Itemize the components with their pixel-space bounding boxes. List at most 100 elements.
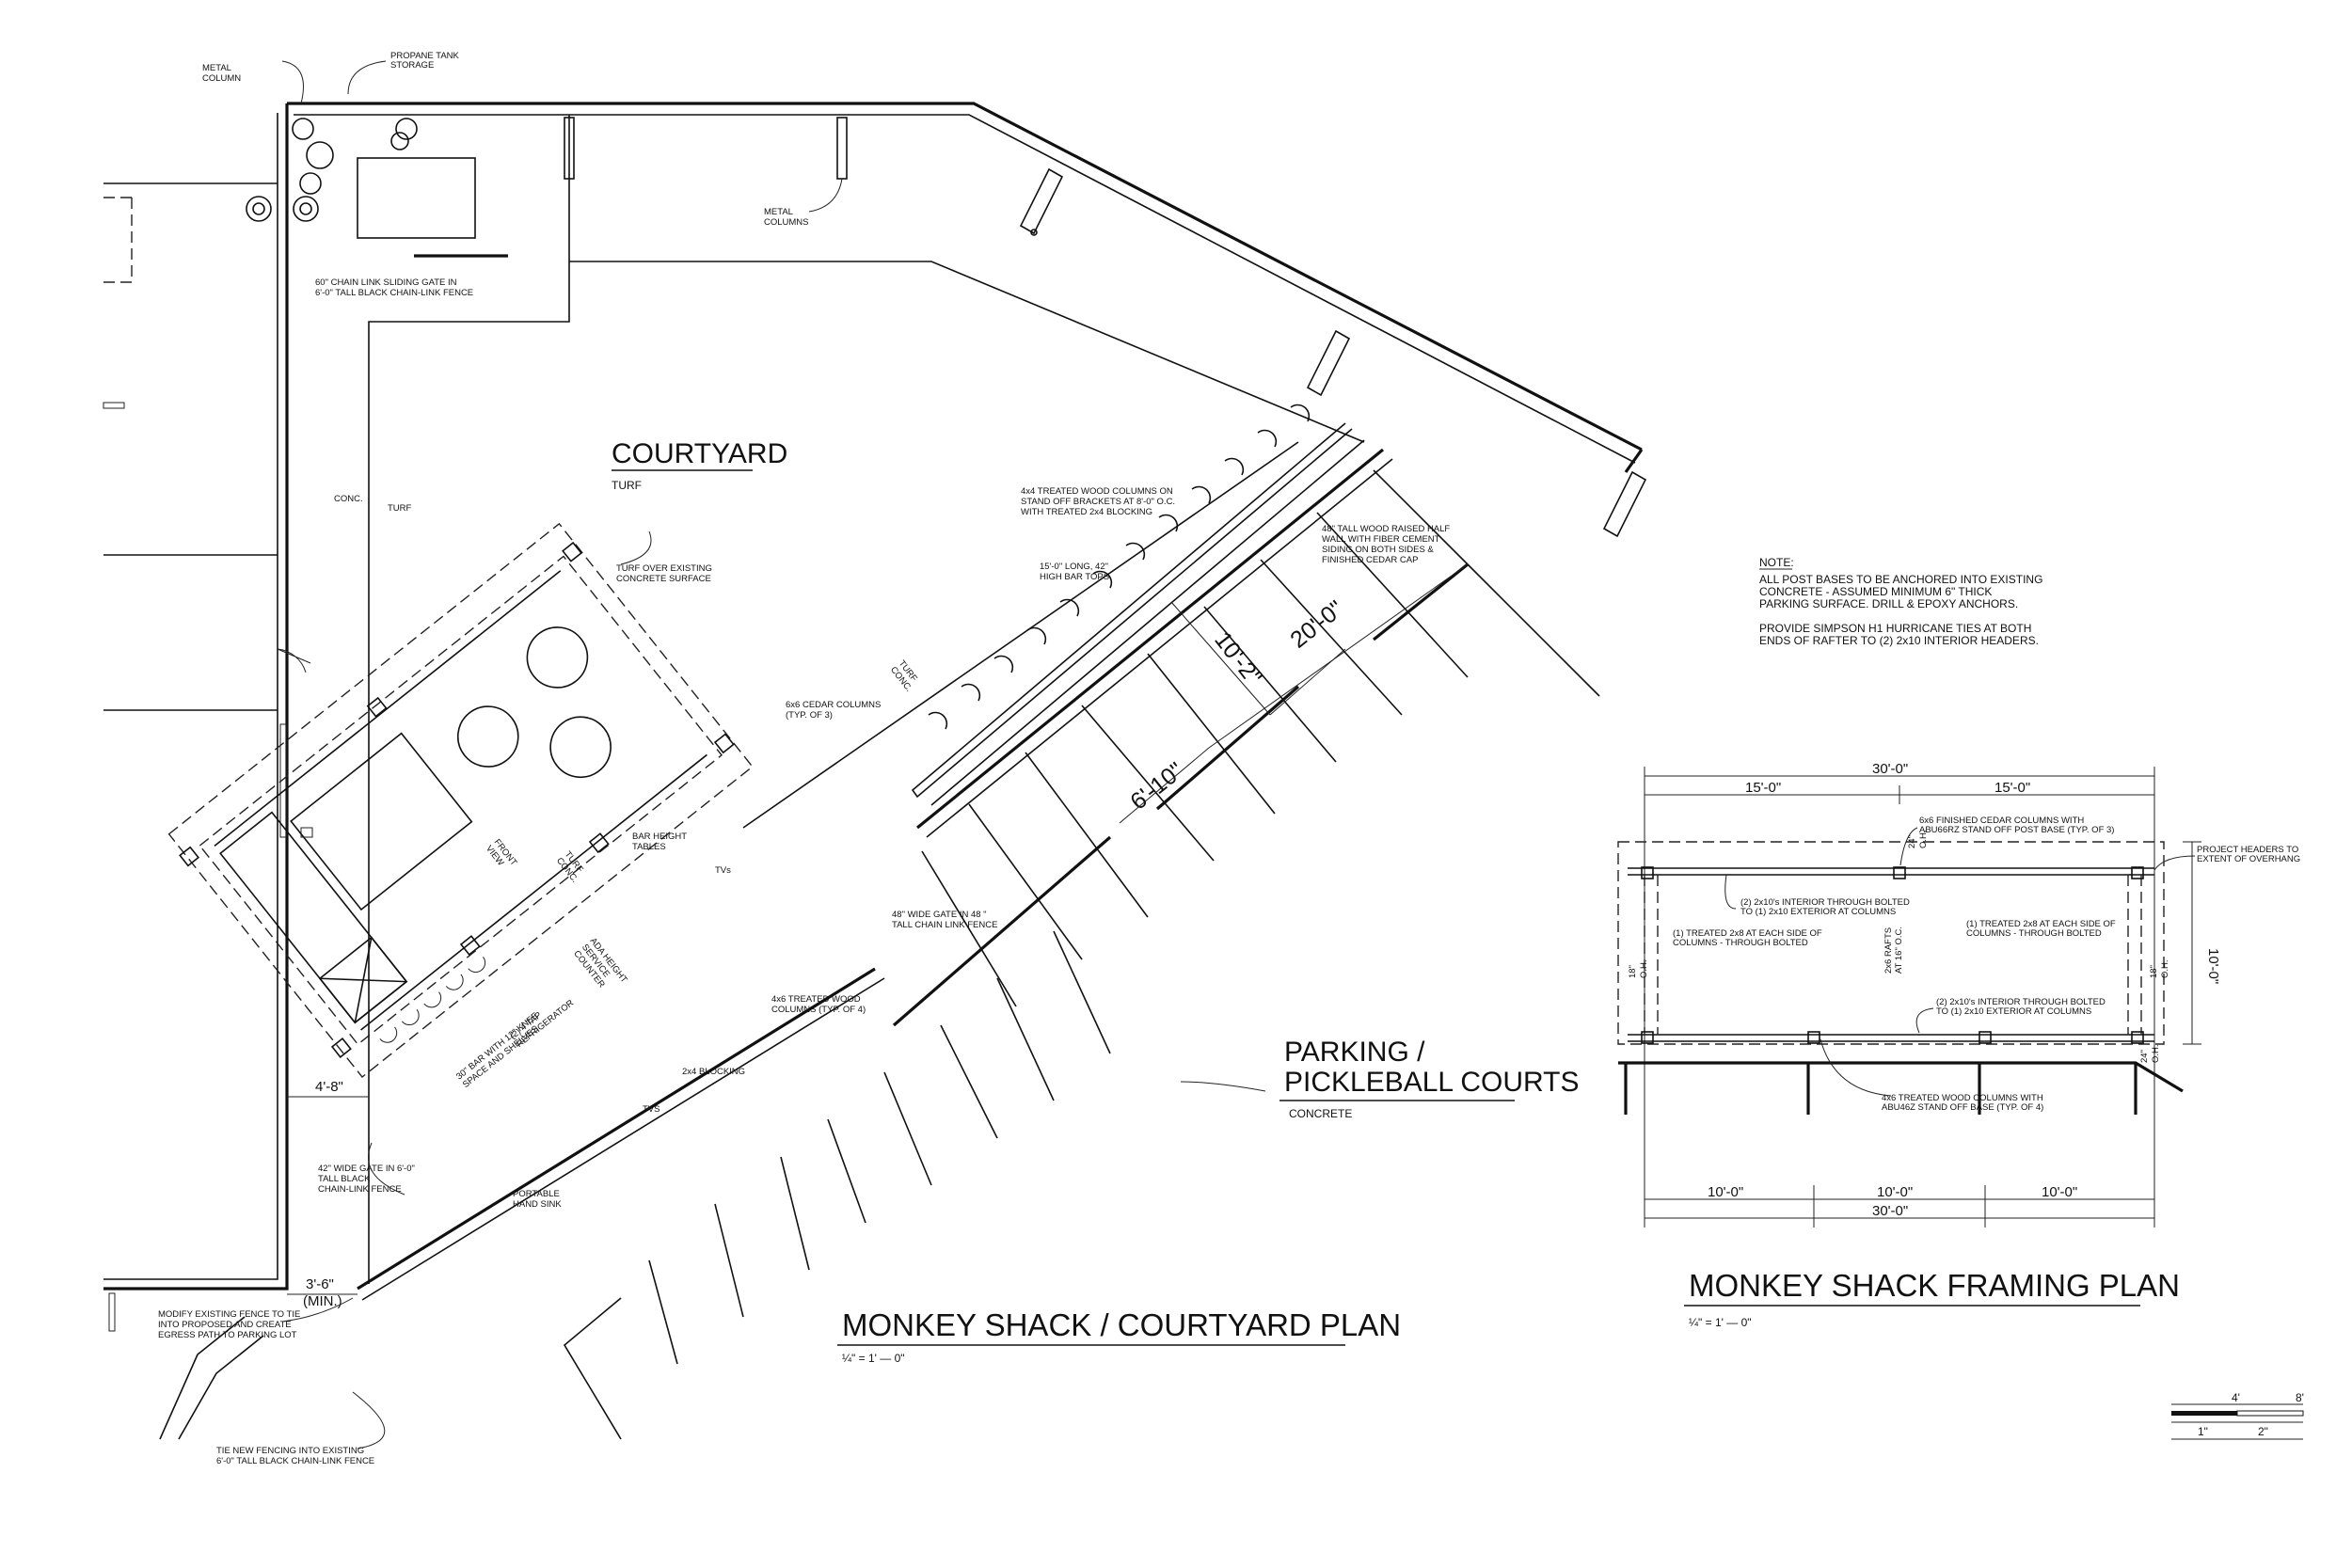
label-modify-fence-2: INTO PROPOSED AND CREATE [158, 1320, 292, 1330]
fp-dim-bottom-b: 10'-0" [1877, 1184, 1913, 1200]
label-tie-fencing-1: TIE NEW FENCING INTO EXISTING [216, 1446, 364, 1456]
label-hand-sink-2: HAND SINK [513, 1199, 562, 1210]
label-metal-column-1: METAL [202, 63, 231, 73]
label-half-wall-4: FINISHED CEDAR CAP [1322, 555, 1418, 565]
label-wood-cols-2: STAND OFF BRACKETS AT 8'-0" O.C. [1021, 497, 1175, 507]
fp-label-top-header-1: (2) 2x10's INTERIOR THROUGH BOLTED [1740, 897, 1910, 908]
note-line-3: PARKING SURFACE. DRILL & EPOXY ANCHORS. [1759, 597, 2018, 610]
courtyard-plan [103, 102, 1647, 1440]
fp-oh-18-right: 18" [2149, 965, 2159, 978]
label-blocking: 2x4 BLOCKING [682, 1067, 745, 1077]
label-turf: TURF [388, 503, 412, 514]
fp-label-right-2x8-2: COLUMNS - THROUGH BOLTED [1966, 928, 2102, 939]
courtyard-subtitle: TURF [612, 479, 642, 492]
fp-label-cedar-cols-2: ABU66RZ STAND OFF POST BASE (TYP. OF 3) [1919, 825, 2114, 835]
fp-label-rafts-2: AT 16" O.C. [1894, 927, 1904, 974]
label-treated-4x6-1: 4x6 TREATED WOOD [771, 994, 861, 1005]
framing-labels: 30'-0" 15'-0" 15'-0" 10'-0" 10'-0" 10'-0… [1628, 761, 2300, 1329]
dim-min: (MIN.) [303, 1293, 342, 1309]
fp-dim-bottom-a: 10'-0" [1708, 1184, 1743, 1200]
label-half-wall-2: WALL WITH FIBER CEMENT [1322, 534, 1440, 545]
note-line-2: CONCRETE - ASSUMED MINIMUM 6" THICK [1759, 585, 1992, 598]
fp-label-wood-cols-1: 4x6 TREATED WOOD COLUMNS WITH [1882, 1093, 2043, 1103]
perimeter-fence [287, 102, 1644, 473]
fp-dim-bottom-total: 30'-0" [1872, 1203, 1908, 1219]
scale-top-b: 8' [2296, 1391, 2304, 1404]
monkey-shack-footprint [167, 522, 754, 1078]
fp-label-bottom-header-1: (2) 2x10's INTERIOR THROUGH BOLTED [1936, 997, 2106, 1007]
fp-dim-bottom-c: 10'-0" [2042, 1184, 2077, 1200]
metal-columns [564, 117, 1647, 538]
courtyard-labels: COURTYARD TURF PARKING / PICKLEBALL COUR… [158, 51, 1579, 1466]
label-cedar-cols-2: (TYP. OF 3) [786, 710, 833, 721]
label-sliding-gate-1: 60" CHAIN LINK SLIDING GATE IN [315, 277, 457, 288]
fp-oh-bot-label: O.H. [2151, 1044, 2161, 1063]
framing-plan-scale: ¼" = 1' — 0" [1689, 1316, 1752, 1329]
parking-subtitle: CONCRETE [1289, 1107, 1352, 1120]
half-wall [911, 404, 1393, 838]
fp-label-bottom-header-2: TO (1) 2x10 EXTERIOR AT COLUMNS [1936, 1006, 2091, 1017]
label-hand-sink-1: PORTABLE [513, 1189, 560, 1199]
fp-oh-top-label: O.H. [1918, 830, 1929, 848]
scale-bar [2171, 1403, 2304, 1440]
label-bar-height-2: TABLES [632, 842, 666, 852]
label-metal-columns-2: COLUMNS [764, 217, 809, 228]
courtyard-boundary [368, 115, 1365, 1284]
building-wall [103, 103, 313, 1332]
parking-title-line-2: PICKLEBALL COURTS [1284, 1067, 1579, 1098]
label-gate-48-1: 48" WIDE GATE IN 48 " [892, 910, 987, 920]
label-tvs-bottom: TVS [643, 1104, 660, 1115]
fp-label-left-2x8-2: COLUMNS - THROUGH BOLTED [1673, 938, 1808, 948]
parking-title-line-1: PARKING / [1284, 1037, 1425, 1068]
fp-label-rafts-1: 2x6 RAFTS [1883, 927, 1894, 974]
label-tvs-top: TVs [715, 865, 731, 876]
dim-4-8: 4'-8" [315, 1079, 343, 1095]
fp-oh-18-left: 18" [1628, 965, 1638, 978]
label-propane-1: PROPANE TANK [390, 51, 460, 61]
label-half-wall-1: 48" TALL WOOD RAISED HALF [1322, 524, 1450, 534]
label-turf-over-2: CONCRETE SURFACE [616, 574, 711, 584]
fp-oh-right-label: O.H. [2160, 959, 2170, 978]
scale-bar-labels: 4' 8' 1" 2" [2198, 1391, 2304, 1438]
fp-label-project-2: EXTENT OF OVERHANG [2197, 854, 2300, 864]
label-propane-2: STORAGE [390, 60, 434, 71]
label-gate-42-3: CHAIN-LINK FENCE [318, 1184, 402, 1195]
dim-20-0: 20'-0" [1285, 595, 1348, 654]
fp-label-cedar-cols-1: 6x6 FINISHED CEDAR COLUMNS WITH [1919, 816, 2084, 826]
label-gate-48-2: TALL CHAIN LINK FENCE [892, 920, 997, 930]
label-modify-fence-1: MODIFY EXISTING FENCE TO TIE [158, 1309, 300, 1320]
label-wood-cols-1: 4x4 TREATED WOOD COLUMNS ON [1021, 486, 1173, 497]
parking-stalls [159, 469, 1600, 1440]
scale-bottom-a: 1" [2198, 1425, 2208, 1438]
fp-dim-top-total: 30'-0" [1872, 761, 1908, 777]
note-line-1: ALL POST BASES TO BE ANCHORED INTO EXIST… [1759, 573, 2042, 586]
dim-6-10: 6'-10" [1125, 757, 1188, 816]
fp-label-wood-cols-2: ABU46Z STAND OFF BASE (TYP. OF 4) [1882, 1102, 2043, 1113]
note-heading: NOTE: [1759, 556, 1794, 569]
dim-10-2: 10'-2" [1209, 626, 1266, 689]
fp-dim-top-left: 15'-0" [1745, 780, 1781, 796]
label-half-wall-3: SIDING ON BOTH SIDES & [1322, 545, 1434, 555]
label-bar-height-1: BAR HEIGHT [632, 832, 687, 842]
label-cedar-cols-1: 6x6 CEDAR COLUMNS [786, 700, 881, 710]
propane-tank-storage [246, 118, 508, 258]
notes: NOTE: ALL POST BASES TO BE ANCHORED INTO… [1759, 556, 2042, 647]
dim-3-6: 3'-6" [306, 1276, 334, 1292]
fp-dim-right-depth: 10'-0" [2205, 948, 2221, 984]
framing-plan [1617, 767, 2201, 1227]
scale-top-a: 4' [2232, 1391, 2240, 1404]
courtyard-plan-title: MONKEY SHACK / COURTYARD PLAN [842, 1307, 1401, 1342]
label-wood-cols-3: WITH TREATED 2x4 BLOCKING [1021, 507, 1152, 517]
label-turf-over-1: TURF OVER EXISTING [616, 563, 712, 574]
fp-dim-top-right: 15'-0" [1994, 780, 2030, 796]
fp-oh-24-top: 24" [1907, 835, 1917, 848]
fp-label-left-2x8-1: (1) TREATED 2x8 AT EACH SIDE OF [1673, 928, 1822, 939]
label-gate-42-2: TALL BLACK [318, 1174, 371, 1184]
label-tie-fencing-2: 6'-0" TALL BLACK CHAIN-LINK FENCE [216, 1456, 374, 1466]
label-sliding-gate-2: 6'-0" TALL BLACK CHAIN-LINK FENCE [315, 288, 473, 298]
label-conc: CONC. [334, 494, 363, 504]
framing-plan-title: MONKEY SHACK FRAMING PLAN [1689, 1268, 2180, 1303]
fp-oh-left-label: O.H. [1639, 959, 1649, 978]
label-metal-columns-1: METAL [764, 207, 793, 217]
